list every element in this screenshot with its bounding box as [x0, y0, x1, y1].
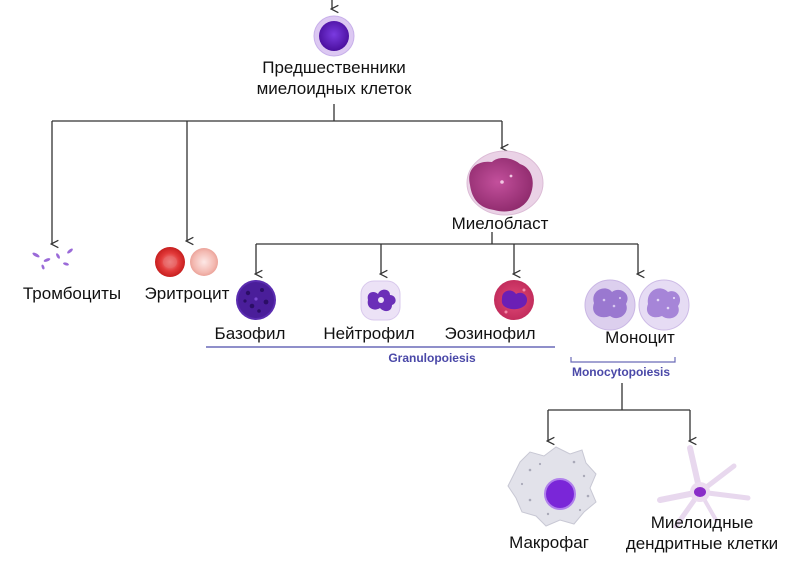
- neutrophil-cell-icon: [360, 280, 401, 321]
- progenitor-label-line2: миелоидных клеток: [257, 79, 412, 98]
- dendritic-label-line2: дендритные клетки: [626, 534, 778, 553]
- granulopoiesis-label: Granulopoiesis: [388, 351, 476, 365]
- dendritic-cell-icon: [657, 445, 751, 529]
- connector-lines: [52, 0, 690, 441]
- progenitor-cell-icon: [313, 15, 355, 57]
- myeloblast-label: Миелобласт: [452, 214, 549, 233]
- macrophage-cell-icon: [507, 446, 597, 527]
- neutrophil-label: Нейтрофил: [323, 324, 414, 343]
- erythrocyte-icon: [155, 247, 218, 277]
- monocytopoiesis-bracket: [570, 357, 676, 363]
- erythrocyte-label: Эритроцит: [145, 284, 230, 303]
- eosinophil-cell-icon: [494, 280, 534, 320]
- monocyte-cell-icon: [584, 279, 690, 331]
- monocytopoiesis-label: Monocytopoiesis: [572, 365, 670, 379]
- myeloblast-cell-icon: [466, 150, 544, 216]
- platelets-label: Тромбоциты: [23, 284, 121, 303]
- eosinophil-label: Эозинофил: [444, 324, 535, 343]
- macrophage-label: Макрофаг: [509, 533, 589, 552]
- monocyte-label: Моноцит: [605, 328, 675, 347]
- platelets-icon: [32, 248, 73, 270]
- basophil-label: Базофил: [215, 324, 286, 343]
- progenitor-label-line1: Предшественники: [262, 58, 406, 77]
- dendritic-label-line1: Миелоидные: [651, 513, 754, 532]
- basophil-cell-icon: [236, 280, 276, 320]
